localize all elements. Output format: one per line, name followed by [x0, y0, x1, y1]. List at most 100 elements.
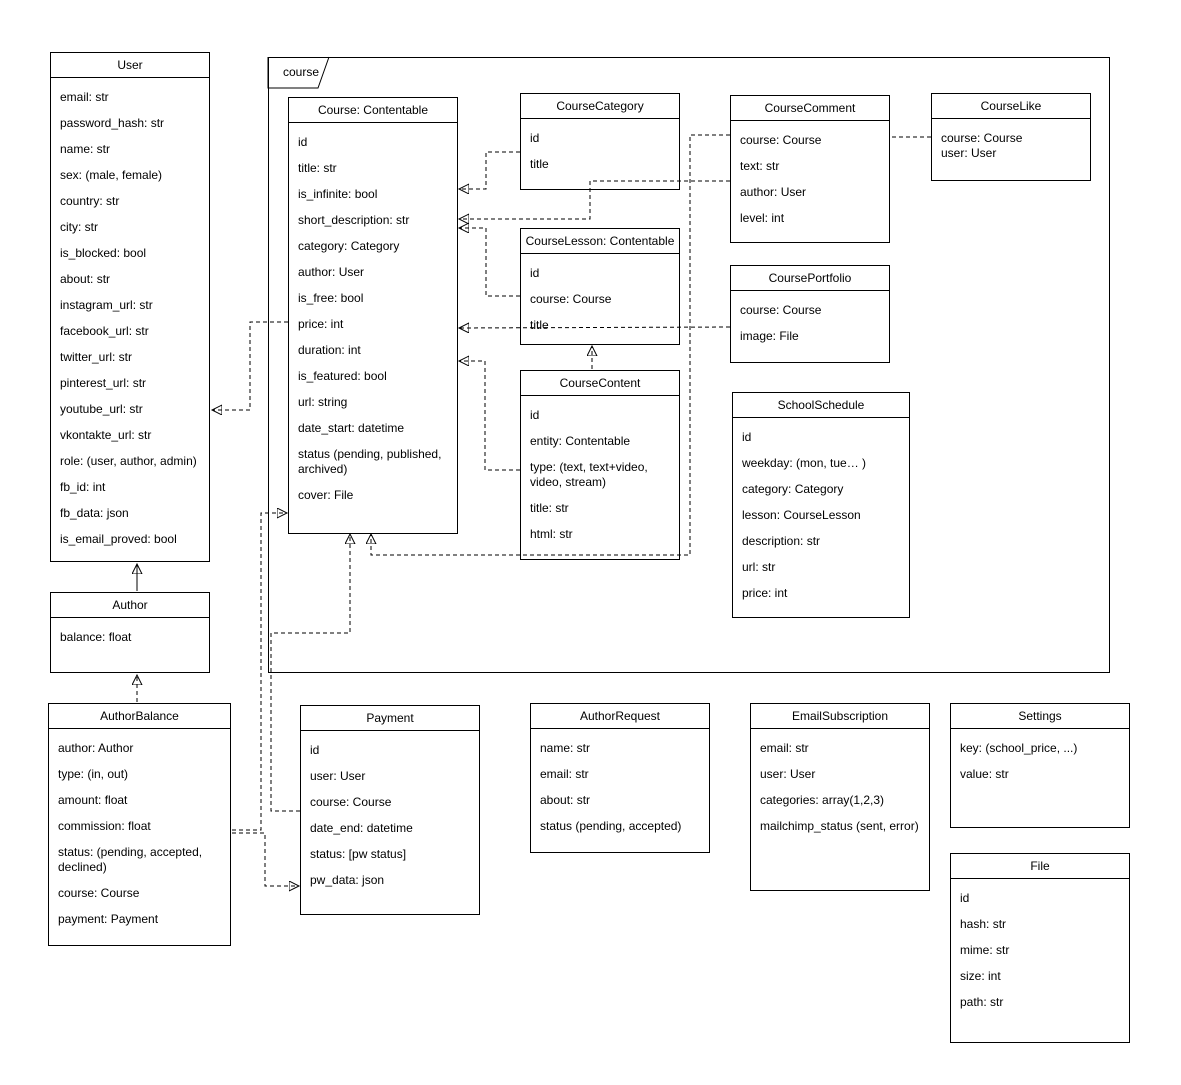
entity-fields-settings: key: (school_price, ...) value: str: [951, 729, 1129, 782]
field: title: str: [530, 501, 569, 515]
field: is_blocked: bool: [60, 246, 147, 260]
field: course: Course: [310, 795, 392, 809]
field: status (pending, published, archived): [298, 447, 442, 476]
field: pinterest_url: str: [60, 376, 147, 390]
field: instagram_url: str: [60, 298, 153, 312]
entity-title-course: Course: Contentable: [289, 98, 457, 123]
field: hash: str: [960, 917, 1007, 931]
field: image: File: [740, 329, 799, 343]
entity-title-user: User: [51, 53, 209, 78]
field: id: [310, 743, 320, 757]
field: type: (text, text+video, video, stream): [530, 460, 648, 489]
field: date_start: datetime: [298, 421, 405, 435]
field: level: int: [740, 211, 785, 225]
field: author: User: [298, 265, 365, 279]
field: title: [530, 157, 549, 171]
field: size: int: [960, 969, 1001, 983]
entity-fields-file: id hash: str mime: str size: int path: str: [951, 879, 1129, 1010]
field: user: User: [941, 146, 997, 160]
field: id: [960, 891, 970, 905]
entity-title-course-portfolio: CoursePortfolio: [731, 266, 889, 291]
field: date_end: datetime: [310, 821, 413, 835]
field: is_free: bool: [298, 291, 364, 305]
field: lesson: CourseLesson: [742, 508, 861, 522]
field: about: str: [540, 793, 591, 807]
entity-title-course-category: CourseCategory: [521, 94, 679, 119]
field: value: str: [960, 767, 1009, 781]
field: category: Category: [298, 239, 400, 253]
field: entity: Contentable: [530, 434, 631, 448]
field: status (pending, accepted): [540, 819, 682, 833]
field: is_email_proved: bool: [60, 532, 177, 546]
field: path: str: [960, 995, 1004, 1009]
field: course: Course: [941, 131, 1023, 145]
entity-fields-school-schedule: id weekday: (mon, tue… ) category: Categor…: [733, 418, 909, 601]
field: url: str: [742, 560, 776, 574]
field: fb_id: int: [60, 480, 106, 494]
entity-title-author: Author: [51, 593, 209, 618]
entity-title-file: File: [951, 854, 1129, 879]
field: weekday: (mon, tue… ): [742, 456, 867, 470]
field: description: str: [742, 534, 821, 548]
field: cover: File: [298, 488, 354, 502]
entity-fields-author: balance: float: [51, 618, 209, 645]
field: key: (school_price, ...): [960, 741, 1078, 755]
field: amount: float: [58, 793, 128, 807]
field: city: str: [60, 220, 98, 234]
field: type: (in, out): [58, 767, 129, 781]
field: commission: float: [58, 819, 151, 833]
field: payment: Payment: [58, 912, 159, 926]
field: email: str: [60, 90, 109, 104]
field: course: Course: [740, 133, 822, 147]
field: url: string: [298, 395, 348, 409]
entity-title-course-like: CourseLike: [932, 94, 1090, 119]
field: country: str: [60, 194, 120, 208]
field: price: int: [298, 317, 344, 331]
field: fb_data: json: [60, 506, 129, 520]
course-package-label: course: [283, 65, 320, 79]
field: balance: float: [60, 630, 132, 644]
field: user: User: [760, 767, 816, 781]
field: status: (pending, accepted, declined): [58, 845, 203, 874]
entity-file: File id hash: str mime: str size: int path: s…: [950, 853, 1130, 1043]
field: duration: int: [298, 343, 361, 357]
entity-title-author-request: AuthorRequest: [531, 704, 709, 729]
connector-author-balance-payment-to-payment: [232, 832, 299, 886]
field: role: (user, author, admin): [60, 454, 197, 468]
field: name: str: [540, 741, 591, 755]
field: vkontakte_url: str: [60, 428, 152, 442]
field: name: str: [60, 142, 111, 156]
field: facebook_url: str: [60, 324, 149, 338]
entity-title-course-comment: CourseComment: [731, 96, 889, 121]
field: title: [530, 318, 549, 332]
field: course: Course: [740, 303, 822, 317]
field: text: str: [740, 159, 780, 173]
field: html: str: [530, 527, 573, 541]
field: user: User: [310, 769, 366, 783]
field: password_hash: str: [60, 116, 165, 130]
entity-fields-course-portfolio: course: Course image: File: [731, 291, 889, 344]
field: is_featured: bool: [298, 369, 387, 383]
field: email: str: [760, 741, 809, 755]
entity-title-school-schedule: SchoolSchedule: [733, 393, 909, 418]
entity-fields-payment: id user: User course: Course date_end: date…: [301, 731, 479, 888]
field: id: [742, 430, 752, 444]
field: title: str: [298, 161, 337, 175]
field: mime: str: [960, 943, 1010, 957]
field: category: Category: [742, 482, 844, 496]
field: about: str: [60, 272, 111, 286]
